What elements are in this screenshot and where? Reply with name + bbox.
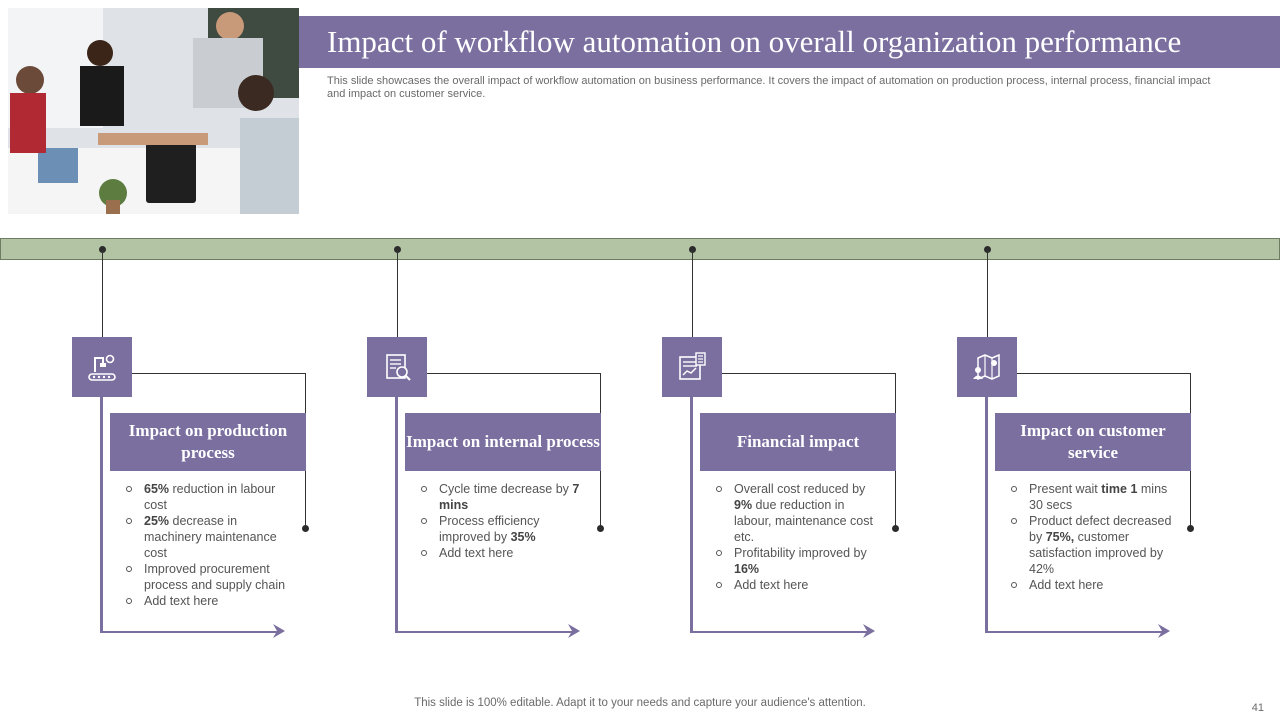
list-item: Cycle time decrease by 7 mins — [420, 481, 590, 513]
connector-line-2 — [397, 250, 398, 337]
card-3-stem — [690, 397, 693, 633]
timeline-bar — [0, 238, 1280, 260]
page-title: Impact of workflow automation on overall… — [327, 22, 1181, 62]
connector-line-3 — [692, 250, 693, 337]
team-photo — [8, 8, 299, 214]
card-1-heading: Impact on production process — [110, 413, 306, 471]
card-4-end-dot — [1187, 525, 1194, 532]
card-1-bullets: 65% reduction in labour cost 25% decreas… — [125, 481, 295, 609]
card-3-top-line — [722, 373, 896, 374]
list-item: Add text here — [125, 593, 295, 609]
chevron-right-icon — [1155, 621, 1175, 641]
card-2-bullets: Cycle time decrease by 7 mins Process ef… — [420, 481, 590, 561]
card-2-heading: Impact on internal process — [405, 413, 601, 471]
list-item: Profitability improved by 16% — [715, 545, 885, 577]
list-item: Add text here — [420, 545, 590, 561]
page-subtitle: This slide showcases the overall impact … — [327, 75, 1227, 101]
list-item: Add text here — [715, 577, 885, 593]
list-item: Process efficiency improved by 35% — [420, 513, 590, 545]
list-item: Product defect decreased by 75%, custome… — [1010, 513, 1180, 577]
customer-map-icon — [957, 337, 1017, 397]
card-3-end-dot — [892, 525, 899, 532]
footer-note: This slide is 100% editable. Adapt it to… — [0, 697, 1280, 709]
card-4-top-line — [1017, 373, 1191, 374]
card-2-stem — [395, 397, 398, 633]
card-1-top-line — [132, 373, 306, 374]
title-bar: Impact of workflow automation on overall… — [299, 16, 1280, 68]
card-1-stem — [100, 397, 103, 633]
chevron-right-icon — [565, 621, 585, 641]
card-1-bottom-line — [100, 631, 280, 633]
list-item: Improved procurement process and supply … — [125, 561, 295, 593]
calculator-chart-icon — [662, 337, 722, 397]
report-magnifier-icon — [367, 337, 427, 397]
connector-line-4 — [987, 250, 988, 337]
card-3-bottom-line — [690, 631, 870, 633]
list-item: Overall cost reduced by 9% due reduction… — [715, 481, 885, 545]
card-4-bullets: Present wait time 1 mins 30 secs Product… — [1010, 481, 1180, 593]
card-4-heading: Impact on customer service — [995, 413, 1191, 471]
chevron-right-icon — [270, 621, 290, 641]
list-item: 65% reduction in labour cost — [125, 481, 295, 513]
conveyor-robot-icon — [72, 337, 132, 397]
card-2-top-line — [427, 373, 601, 374]
card-1-end-dot — [302, 525, 309, 532]
list-item: Add text here — [1010, 577, 1180, 593]
card-2-end-dot — [597, 525, 604, 532]
card-4-stem — [985, 397, 988, 633]
card-2-bottom-line — [395, 631, 575, 633]
list-item: Present wait time 1 mins 30 secs — [1010, 481, 1180, 513]
chevron-right-icon — [860, 621, 880, 641]
card-3-heading: Financial impact — [700, 413, 896, 471]
card-4-bottom-line — [985, 631, 1165, 633]
page-number: 41 — [1252, 702, 1264, 714]
connector-line-1 — [102, 250, 103, 337]
card-3-bullets: Overall cost reduced by 9% due reduction… — [715, 481, 885, 593]
list-item: 25% decrease in machinery maintenance co… — [125, 513, 295, 561]
